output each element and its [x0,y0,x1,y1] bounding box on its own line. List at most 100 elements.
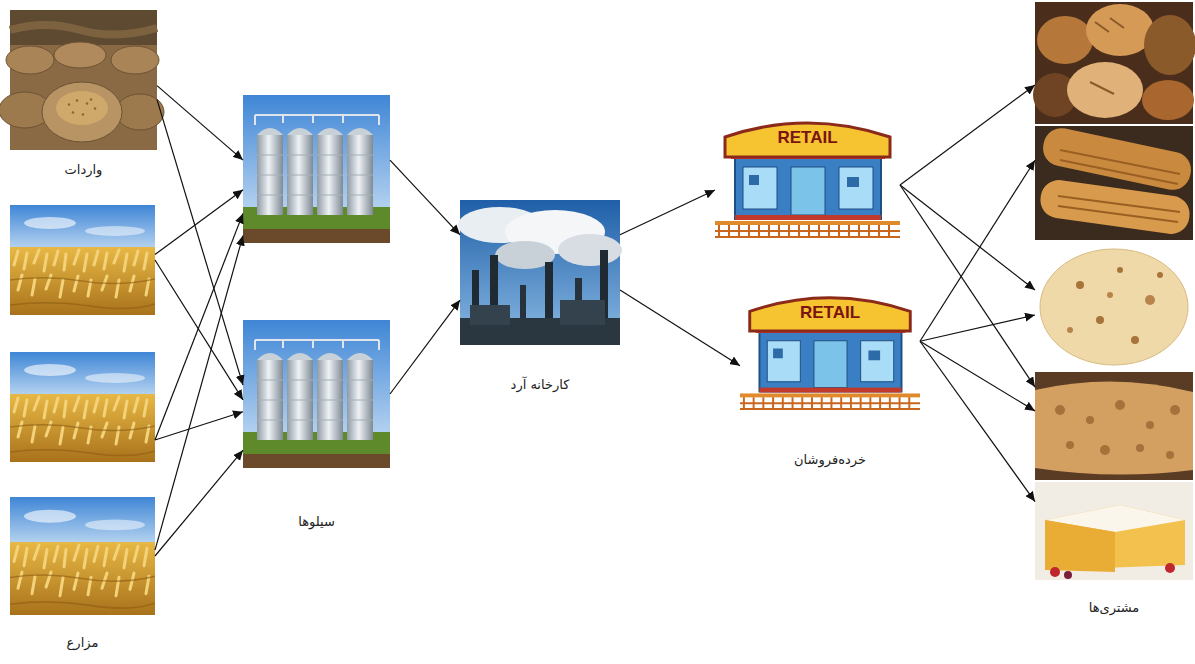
sangak-picture [1035,372,1193,480]
flow-arrow [920,315,1035,341]
flow-arrow [620,290,740,366]
caption-label: کارخانه آرد [511,377,570,393]
flow-arrow [900,185,1035,290]
lavash-picture [1035,245,1193,370]
imports-picture [0,10,164,150]
lavash-picture-part [1157,272,1163,278]
barbari-picture [1035,125,1194,240]
lavash-picture-part [1096,316,1104,324]
lavash-picture-part [1117,267,1123,273]
bread-picture-part [1142,80,1194,120]
retail-picture-part [715,123,900,237]
factory-picture-part [470,305,510,325]
caption-label: سیلوها [298,514,335,530]
flow-arrow [900,185,1035,387]
caption-label: مزارع [67,635,99,651]
sangak-picture-part [1086,416,1094,424]
imports-picture-part [10,25,157,35]
sangak-picture-part [1100,445,1110,455]
barbari-picture-part [1058,150,1180,222]
flow-arrow [155,213,243,440]
cake-picture-part [1045,520,1115,572]
flow-arrow [620,190,715,235]
caption-label: واردات [65,162,103,178]
flow-arrow [920,341,1035,411]
bread-picture [1033,2,1195,124]
farm-picture [10,205,155,615]
imports-picture-part [116,94,164,130]
flow-arrow [155,450,243,556]
customer-box [1035,372,1193,480]
imports-picture-part [42,82,122,142]
cake-picture-part [1050,567,1060,577]
cake-picture-part [1165,563,1175,573]
flow-arrow [390,160,460,235]
flow-arrow [157,100,243,386]
sangak-picture-part [1170,405,1180,415]
cake-picture [1035,482,1193,580]
sangak-picture-part [1066,441,1074,449]
sangak-picture-part [1035,372,1193,480]
silo-box: سیلوها [243,320,390,468]
sign-text: RETAIL [777,128,837,148]
flow-arrow [155,412,243,440]
lavash-picture-part [1035,245,1193,370]
lavash-picture-part [1076,281,1084,289]
sangak-picture-part [1115,400,1125,410]
sangak-picture-part [1055,405,1065,415]
imports-box: واردات [10,10,157,150]
farm-box: مزارع [10,497,155,615]
sangak-picture-part [1146,421,1154,429]
cake-picture-part [1035,482,1193,580]
imports-picture-part [68,99,96,115]
factory-picture [458,200,622,345]
silo-picture-part [243,95,390,243]
flow-arrow [155,190,243,255]
flow-arrow [390,300,460,394]
silo-picture [243,95,390,468]
cake-picture-part [1064,571,1072,579]
lavash-picture-part [1067,327,1073,333]
mill-box: کارخانه آرد [460,200,620,345]
sangak-picture-part [1035,381,1193,474]
bread-picture-part [1037,16,1093,64]
farm-box [10,205,155,315]
caption-label: خرده‌فروشان [794,452,866,468]
farm-picture-part [10,352,155,462]
lavash-picture-part [1040,249,1188,365]
flow-arrow [920,160,1035,341]
lavash-picture-part [1145,295,1155,305]
factory-picture-part [558,234,622,266]
flow-arrow [157,86,243,161]
caption-label: مشتری‌ها [1089,600,1140,616]
customer-box [1035,126,1193,240]
retailer-box: RETAIL [715,115,900,240]
sangak-picture-part [1136,444,1144,452]
imports-picture-part [111,46,159,74]
retail-picture-part [740,298,920,409]
bread-picture-part [1090,18,1124,94]
flow-arrow [920,341,1035,501]
customer-box [1035,2,1193,124]
silo-picture-part [243,320,390,468]
imports-picture-part [56,91,108,125]
flow-arrow [900,85,1035,185]
customer-box: مشتری‌ها [1035,482,1193,580]
retail-picture [715,123,920,409]
sign-text: RETAIL [800,303,860,323]
sangak-picture-part [1166,451,1174,459]
farm-picture-part [10,205,155,315]
factory-picture-part [560,300,605,325]
imports-picture-part [54,42,106,68]
silo-box [243,95,390,243]
retailer-box: RETAILخرده‌فروشان [740,290,920,412]
farm-picture-part [10,497,155,615]
lavash-picture-part [1131,336,1139,344]
bread-picture-part [1086,4,1154,56]
bread-picture-part [1144,15,1195,75]
customer-box [1035,245,1193,370]
imports-picture-part [10,10,157,45]
